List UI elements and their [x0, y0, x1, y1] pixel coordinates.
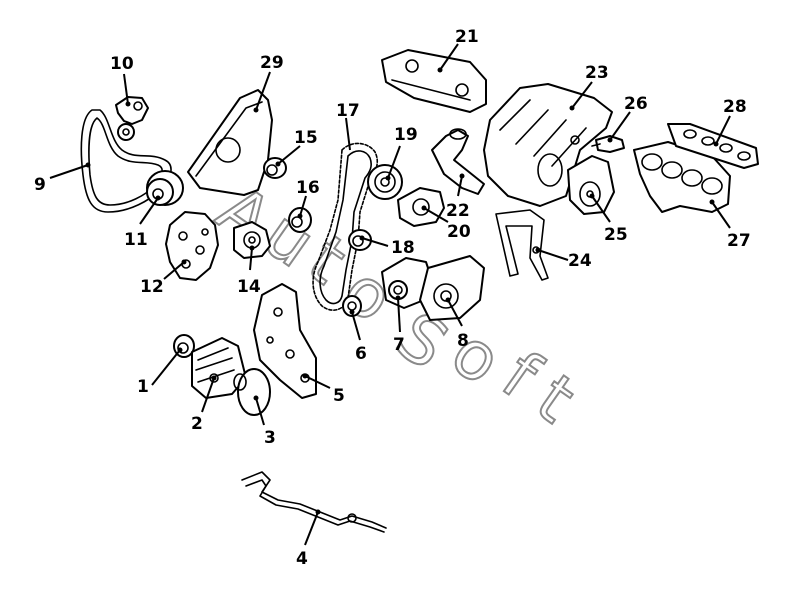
callout-label: 23 — [585, 63, 609, 83]
crankshaft-sprocket — [342, 295, 362, 317]
accessory-bracket — [165, 211, 219, 281]
lower-timing-cover — [419, 255, 485, 321]
callout-27: 27 — [709, 199, 751, 251]
callout-label: 22 — [446, 201, 470, 221]
idler-roller-16 — [288, 207, 312, 233]
callout-label: 11 — [124, 230, 148, 250]
manifold-support-bracket — [495, 209, 549, 281]
callout-6: 6 — [349, 309, 367, 364]
callout-label: 27 — [727, 231, 751, 251]
callout-label: 14 — [237, 277, 261, 297]
callout-label: 7 — [393, 335, 405, 355]
crankshaft-pulley — [146, 170, 184, 206]
callout-label: 24 — [568, 251, 592, 271]
callout-label: 5 — [333, 386, 345, 406]
callout-1: 1 — [137, 347, 183, 397]
callout-2: 2 — [191, 375, 217, 434]
callout-label: 6 — [355, 344, 367, 364]
callout-label: 26 — [624, 94, 648, 114]
callout-label: 25 — [604, 225, 628, 245]
callout-19: 19 — [385, 125, 418, 181]
callout-28: 28 — [713, 97, 747, 147]
callout-24: 24 — [535, 247, 592, 271]
oil-pump-housing — [381, 257, 433, 309]
callout-label: 20 — [447, 222, 471, 242]
callout-3: 3 — [253, 395, 276, 448]
callout-20: 20 — [421, 205, 471, 242]
callout-label: 28 — [723, 97, 747, 117]
callout-label: 18 — [391, 238, 415, 258]
head-cover — [381, 49, 487, 113]
callout-label: 4 — [296, 549, 308, 569]
callout-25: 25 — [589, 193, 628, 245]
engine-mount-bracket — [253, 283, 317, 399]
callout-11: 11 — [124, 195, 161, 250]
coolant-outlet — [431, 128, 485, 195]
callout-5: 5 — [302, 373, 345, 406]
callout-label: 19 — [394, 125, 418, 145]
callout-18: 18 — [359, 235, 415, 258]
callout-label: 8 — [457, 331, 469, 351]
callout-26: 26 — [607, 94, 648, 143]
callout-21: 21 — [437, 27, 479, 73]
callout-15: 15 — [275, 128, 318, 167]
callout-4: 4 — [296, 509, 321, 569]
callout-label: 3 — [264, 428, 276, 448]
timing-backplate — [397, 187, 445, 227]
oil-filter — [233, 368, 271, 416]
callout-10: 10 — [110, 54, 134, 107]
callout-8: 8 — [445, 297, 469, 351]
coolant-pipe — [241, 471, 387, 533]
callout-label: 15 — [294, 128, 318, 148]
callout-label: 1 — [137, 377, 149, 397]
manifold-gasket — [667, 123, 759, 169]
callout-label: 12 — [140, 277, 164, 297]
callout-label: 10 — [110, 54, 134, 74]
callout-23: 23 — [569, 63, 609, 111]
callout-22: 22 — [446, 173, 470, 221]
camshaft-sprocket — [367, 164, 403, 200]
callout-label: 21 — [455, 27, 479, 47]
callout-label: 17 — [336, 101, 360, 121]
callout-label: 16 — [296, 178, 320, 198]
intake-manifold — [483, 83, 613, 207]
callout-7: 7 — [393, 295, 405, 355]
callout-12: 12 — [140, 259, 187, 297]
callout-label: 2 — [191, 414, 203, 434]
callouts: 1 2 3 4 5 6 7 — [34, 27, 751, 569]
temperature-sensor — [591, 135, 625, 153]
callout-9: 9 — [34, 162, 91, 195]
callout-label: 9 — [34, 175, 46, 195]
callout-label: 29 — [260, 53, 284, 73]
belt-tensioner — [115, 96, 149, 141]
callout-16: 16 — [296, 178, 320, 219]
callout-29: 29 — [253, 53, 284, 113]
upper-timing-cover — [187, 89, 273, 196]
water-pump — [233, 221, 271, 259]
callout-14: 14 — [237, 245, 261, 297]
timing-belt — [312, 142, 378, 311]
callout-17: 17 — [336, 101, 360, 151]
